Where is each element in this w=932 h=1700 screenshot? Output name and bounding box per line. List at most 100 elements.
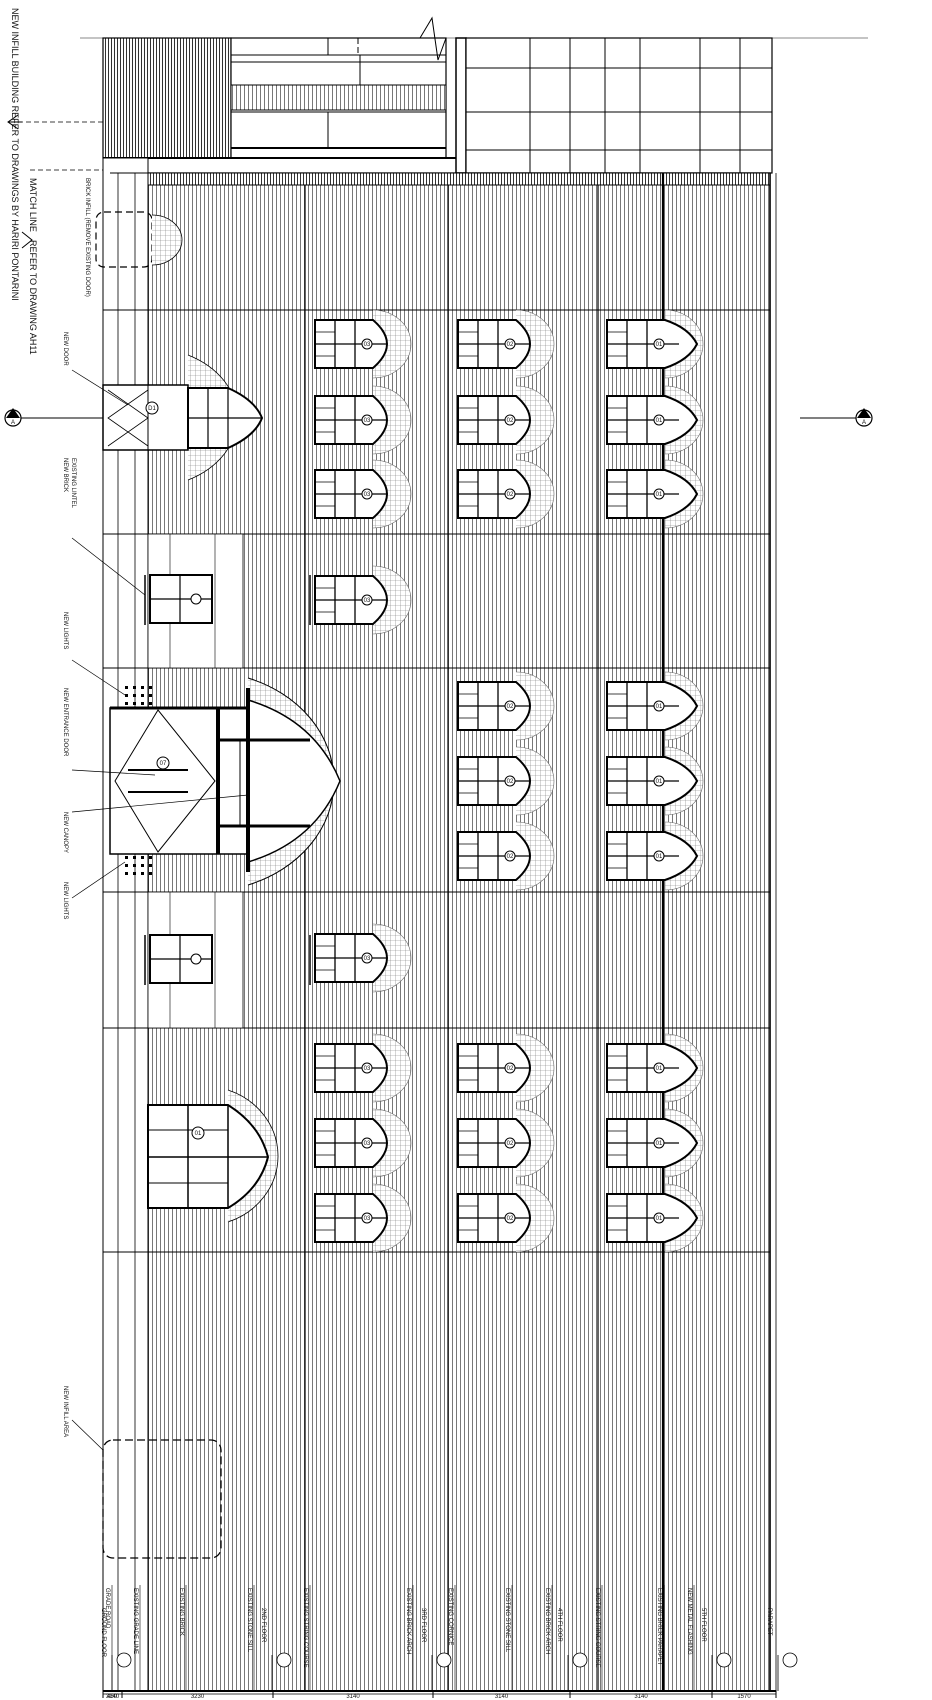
- section-marker-right-label: A: [862, 420, 866, 426]
- dimension-label: 3140: [346, 1694, 360, 1700]
- window-tag: 01: [656, 492, 663, 498]
- section-markers: A A: [4, 408, 873, 427]
- window-tag: 01: [656, 779, 663, 785]
- window-tag: 03: [364, 1066, 371, 1072]
- window: 03: [314, 459, 412, 529]
- note-entry-4: NEW LIGHTS: [62, 882, 68, 919]
- window-tag: 03: [364, 1216, 371, 1222]
- window-tag: 01: [656, 418, 663, 424]
- bottom-note-label: EXISTING CORNICE: [447, 1588, 453, 1645]
- window-tag: 03: [364, 956, 371, 962]
- window-tag: 01: [656, 854, 663, 860]
- window: 02: [457, 1033, 555, 1103]
- window-tag: 02: [507, 779, 514, 785]
- window-grid: 03 03 03 03 03 03 03 03 02 02 02 02 02 02 02 02 02 01 01 01…: [314, 309, 704, 1253]
- bottom-note-label: EXISTING STRING COURSE: [594, 1588, 600, 1668]
- level-label: 2ND FLOOR: [260, 1608, 266, 1643]
- window-tag: 01: [656, 342, 663, 348]
- dashed-infill: [95, 211, 222, 1559]
- window: 01: [606, 746, 704, 816]
- dimension-label: 1570: [737, 1694, 751, 1700]
- window: 01: [606, 1108, 704, 1178]
- side-door: D1: [102, 354, 264, 481]
- note-entry-2: NEW ENTRANCE DOOR: [62, 688, 68, 757]
- bottom-note-label: EXISTING STRING COURSE: [302, 1588, 308, 1668]
- window: 02: [457, 385, 555, 455]
- side-window-bottom: 01: [147, 1089, 279, 1223]
- window: 01: [606, 1183, 704, 1253]
- window-tag: 03: [364, 418, 371, 424]
- window: 01: [606, 459, 704, 529]
- refer-note: REFER TO DRAWING AH11: [28, 240, 38, 355]
- window-tag: 02: [507, 492, 514, 498]
- bottom-note-label: EXISTING STONE SILL: [504, 1588, 510, 1653]
- small-windows: [144, 574, 311, 985]
- window-tag: 02: [507, 418, 514, 424]
- window-tag: 02: [507, 1216, 514, 1222]
- note-entry-3: NEW CANOPY: [62, 812, 68, 853]
- window-tag: 03: [364, 492, 371, 498]
- window: 01: [606, 385, 704, 455]
- note-entry-1: NEW LIGHTS: [62, 612, 68, 649]
- window: 02: [457, 746, 555, 816]
- window: 02: [457, 821, 555, 891]
- infill-building: [80, 16, 868, 174]
- window-tag: 01: [656, 1141, 663, 1147]
- level-label: PARAPET: [766, 1608, 772, 1636]
- window: 01: [606, 821, 704, 891]
- level-label: 5TH FLOOR: [700, 1608, 706, 1642]
- window-tag: 01: [656, 1066, 663, 1072]
- bottom-note-label: NEW METAL FLASHING: [686, 1588, 692, 1655]
- dimension-label: 3140: [495, 1694, 509, 1700]
- window: 02: [457, 459, 555, 529]
- window: 02: [457, 309, 555, 379]
- window-tag: 02: [507, 704, 514, 710]
- tag-entry: 07: [160, 761, 167, 767]
- leader-notes: BRICK INFILL (REMOVE EXISTING DOOR) NEW …: [62, 178, 249, 1451]
- window-tag: 03: [364, 342, 371, 348]
- window: 03: [314, 1108, 412, 1178]
- bottom-note-label: EXISTING GRADE LINE: [132, 1588, 138, 1654]
- bottom-notes: GRADE ROAD EXISTING GRADE LINE EXISTING BR…: [100, 1560, 798, 1700]
- note-door: NEW DOOR: [62, 332, 68, 366]
- infill-note: NEW INFILL BUILDING REFER TO DRAWINGS BY…: [10, 8, 20, 301]
- bottom-note-label: EXISTING BRICK: [178, 1588, 184, 1636]
- window: 02: [457, 1183, 555, 1253]
- bottom-note-label: GRADE ROAD: [104, 1588, 110, 1629]
- window: 01: [606, 671, 704, 741]
- window-tag: 03: [364, 1141, 371, 1147]
- window: 03: [314, 1033, 412, 1103]
- bottom-note-label: EXISTING BRICK ARCH: [405, 1588, 411, 1654]
- bottom-note-label: EXISTING STONE SILL: [246, 1588, 252, 1653]
- section-marker-left-label: A: [11, 420, 15, 426]
- window: 03: [314, 385, 412, 455]
- window: 03: [314, 923, 412, 993]
- match-line-label: MATCH LINE: [28, 178, 38, 232]
- dimension-label: 460: [107, 1694, 118, 1700]
- window-tag: 02: [507, 1141, 514, 1147]
- level-label: 3RD FLOOR: [420, 1608, 426, 1643]
- dimension-label: 3230: [191, 1694, 205, 1700]
- window: 03: [314, 1183, 412, 1253]
- note-bottom-left: NEW INFILL AREA: [62, 1386, 68, 1437]
- window: 01: [606, 1033, 704, 1103]
- window: 01: [606, 309, 704, 379]
- window-tag: 02: [507, 1066, 514, 1072]
- note-lintel: EXISTING LINTEL: [70, 458, 76, 509]
- window-tag: 03: [364, 598, 371, 604]
- note-top-left: BRICK INFILL (REMOVE EXISTING DOOR): [84, 178, 90, 297]
- window: 03: [314, 309, 412, 379]
- window-tag: 01: [656, 1216, 663, 1222]
- tag-ground-bottom: 01: [195, 1131, 202, 1137]
- level-label: 4TH FLOOR: [556, 1608, 562, 1642]
- window-tag: 02: [507, 854, 514, 860]
- tag-door: D1: [148, 406, 156, 412]
- dimension-label: 3140: [634, 1694, 648, 1700]
- dimension-label: 3140: [106, 1694, 120, 1700]
- window: 03: [314, 565, 412, 635]
- window-tag: 02: [507, 342, 514, 348]
- entrance: 07: [109, 677, 341, 886]
- level-label: GROUND FLOOR: [100, 1608, 106, 1658]
- sheet-notes: NEW INFILL BUILDING REFER TO DRAWINGS BY…: [7, 8, 103, 355]
